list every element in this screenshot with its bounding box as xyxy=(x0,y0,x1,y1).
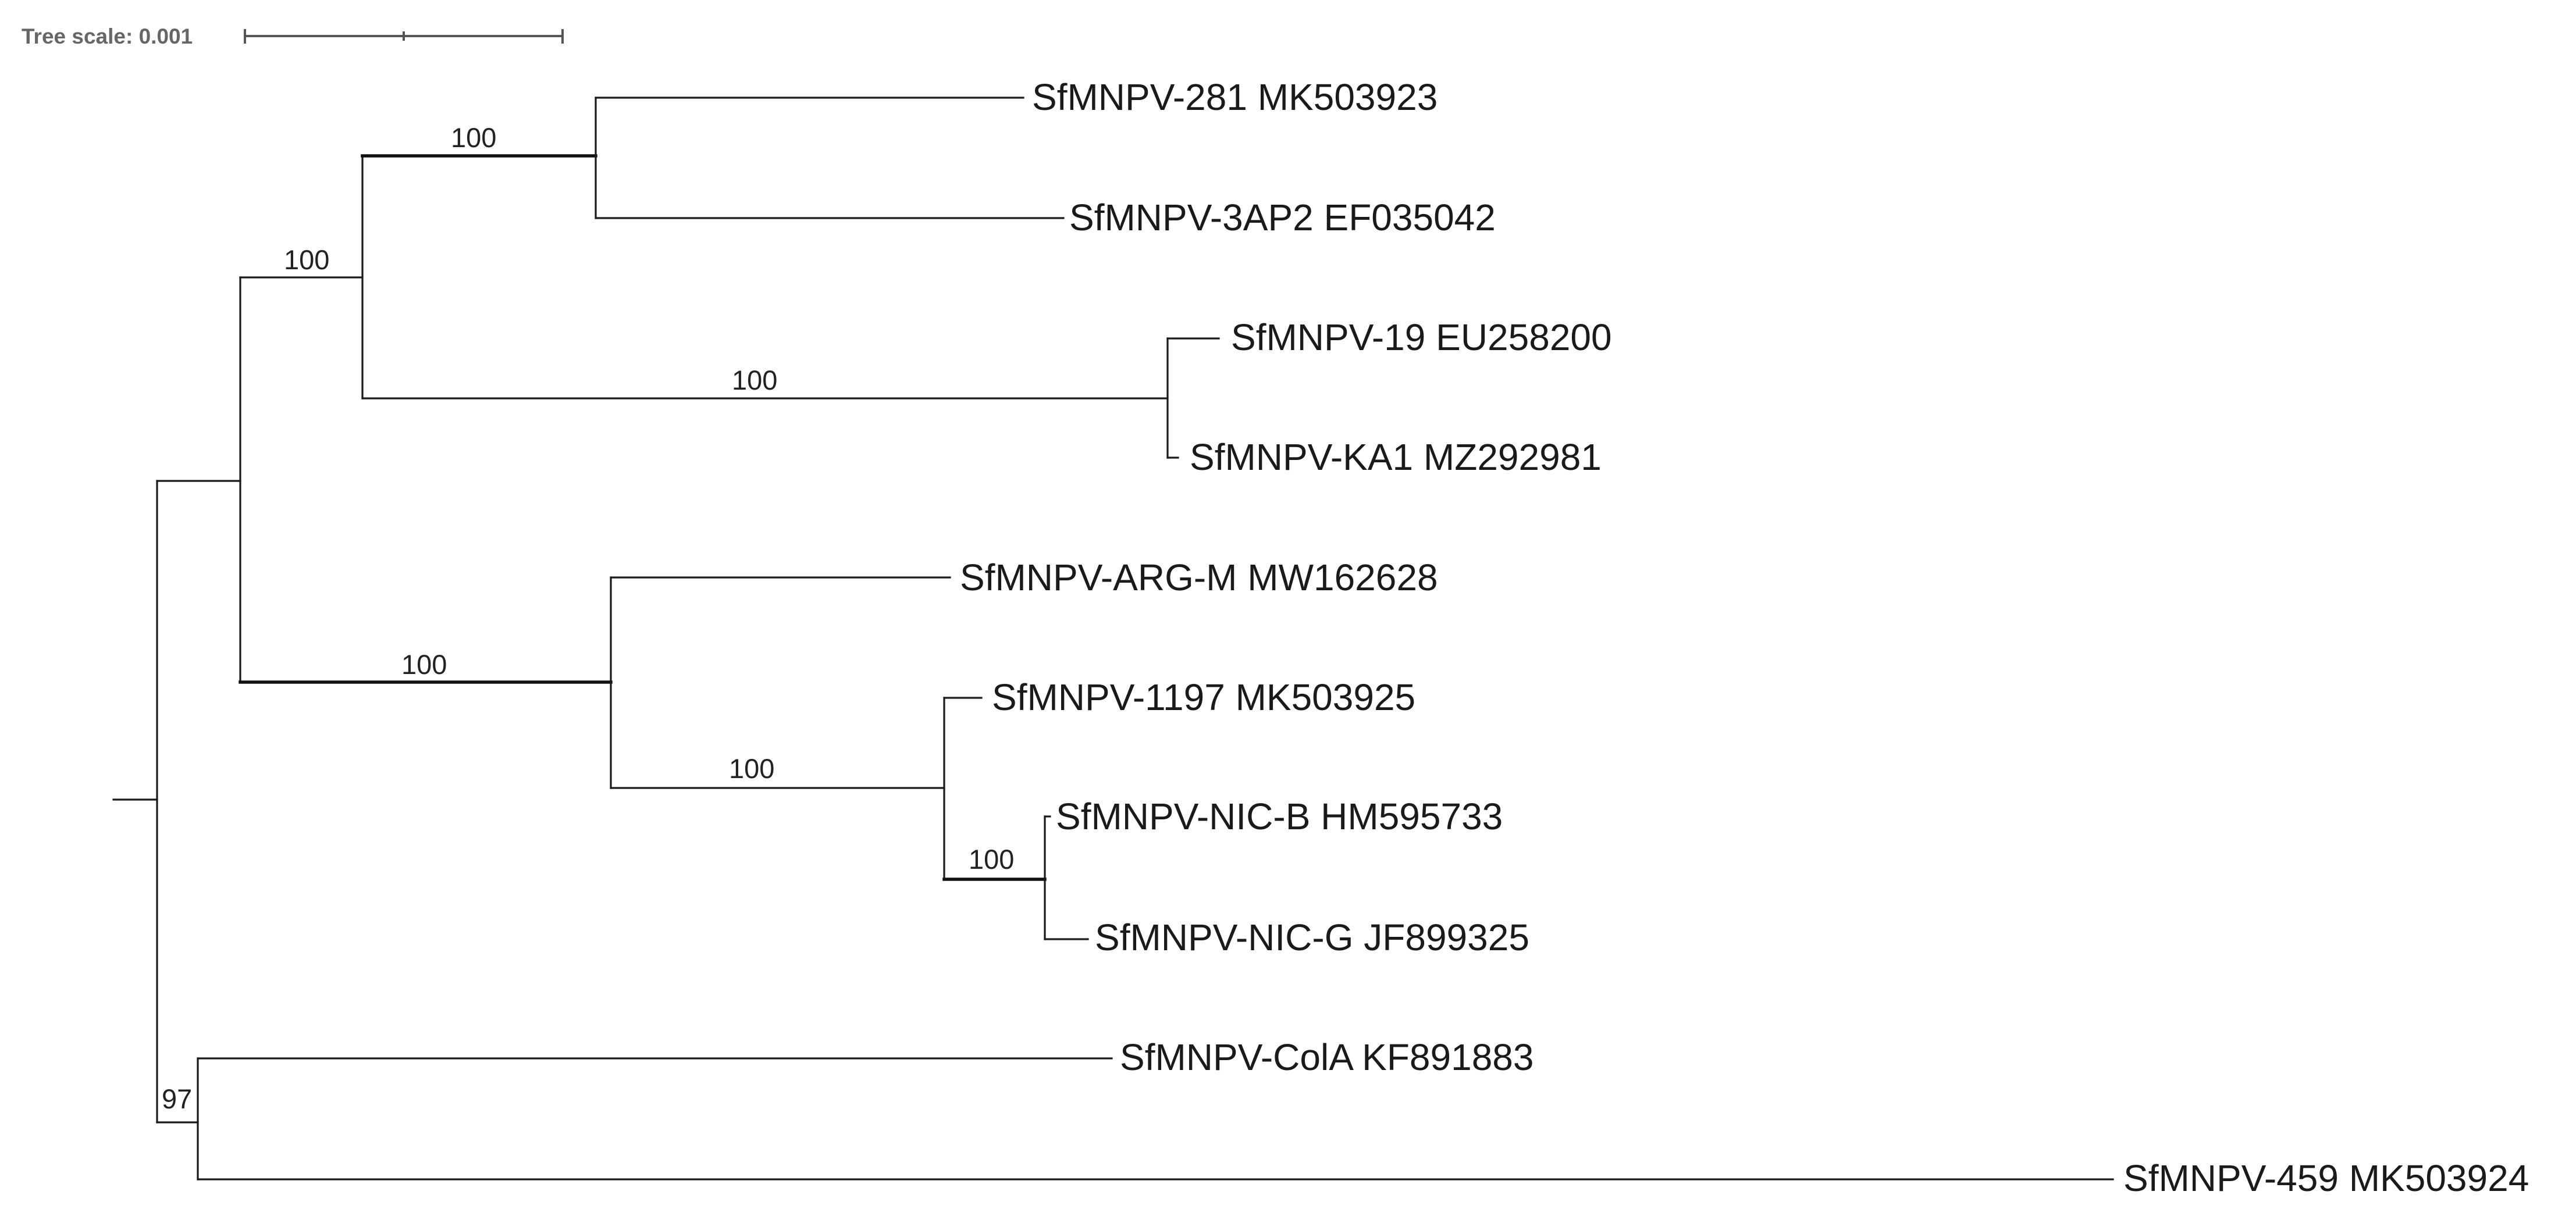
leaf-label: SfMNPV-459 MK503924 xyxy=(2123,1157,2529,1199)
leaf-label: SfMNPV-NIC-G JF899325 xyxy=(1095,916,1529,958)
support-value-19-ka1: 100 xyxy=(732,365,777,395)
leaf-label: SfMNPV-ARG-M MW162628 xyxy=(960,557,1438,598)
tree-branches xyxy=(112,97,2114,1181)
leaf-label: SfMNPV-281 MK503923 xyxy=(1032,76,1438,118)
leaf-label: SfMNPV-1197 MK503925 xyxy=(992,676,1415,718)
leaf-label: SfMNPV-ColA KF891883 xyxy=(1120,1036,1533,1078)
tree-scale-label: Tree scale: 0.001 xyxy=(22,24,193,48)
support-value-clade-b: 100 xyxy=(401,649,447,680)
leaf-labels: SfMNPV-281 MK503923 SfMNPV-3AP2 EF035042… xyxy=(960,76,2529,1199)
support-value-clade-a: 100 xyxy=(284,244,329,275)
leaf-label: SfMNPV-3AP2 EF035042 xyxy=(1069,197,1496,238)
support-value-cola-459: 97 xyxy=(162,1083,192,1114)
support-values: 100 100 100 100 100 100 97 xyxy=(162,122,1014,1114)
leaf-label: SfMNPV-19 EU258200 xyxy=(1231,316,1612,358)
tree-scale-bar: Tree scale: 0.001 xyxy=(22,24,564,48)
leaf-label: SfMNPV-KA1 MZ292981 xyxy=(1190,436,1602,478)
support-value-281-3ap2: 100 xyxy=(451,122,496,153)
leaf-label: SfMNPV-NIC-B HM595733 xyxy=(1056,796,1503,837)
support-value-nic: 100 xyxy=(969,844,1014,875)
support-value-1197-nic: 100 xyxy=(729,753,774,784)
